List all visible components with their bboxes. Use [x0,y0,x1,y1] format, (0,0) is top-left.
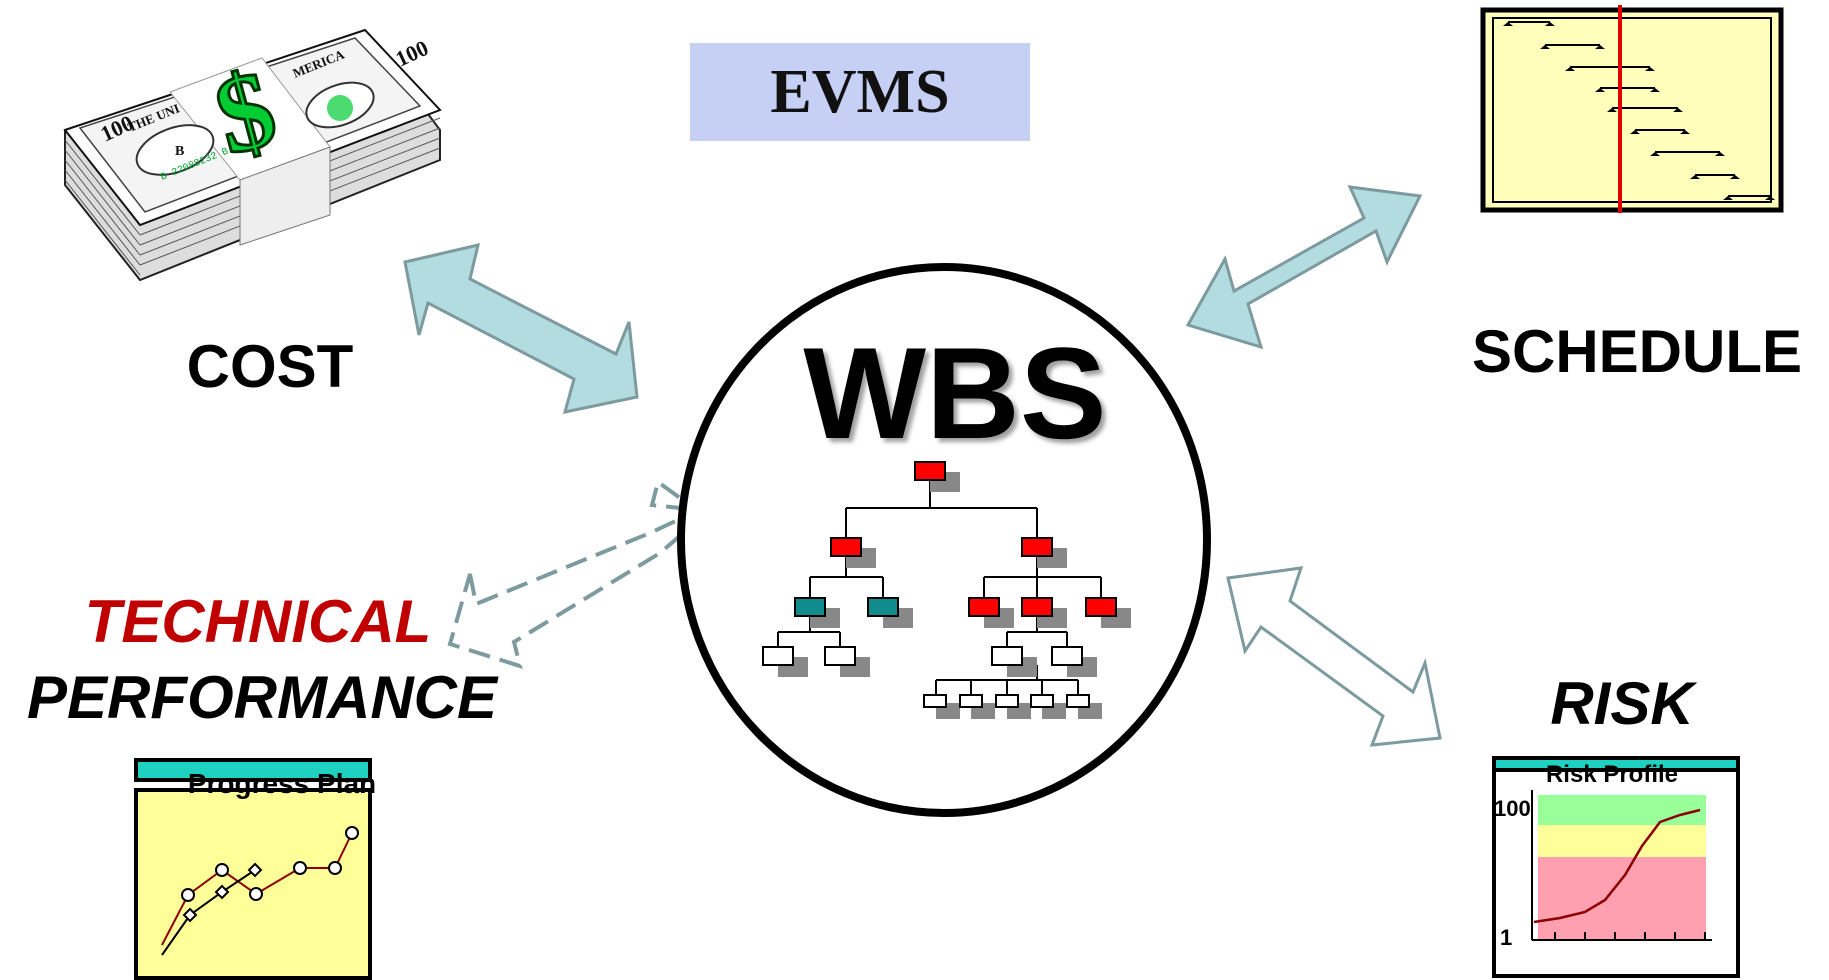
wbs-label: WBS [803,320,1106,466]
progress-plan-title: Progress Plan [188,768,376,799]
money-stack-icon: $ 100 100 THE UNI MERICA B 22088232 B B [63,28,442,282]
technical-label: TECHNICAL [85,588,432,655]
evms-title: EVMS [770,57,950,126]
risk-label: RISK [1550,670,1697,737]
wbs-tree-icon [777,480,1102,695]
schedule-wbs-arrow [1185,185,1423,350]
risk-y-min: 1 [1500,925,1512,950]
money-text-4: B [175,144,184,159]
evms-title-box: EVMS [690,43,1030,141]
risk-wbs-arrow [1226,566,1442,747]
wbs-tree-boxes [762,461,1131,719]
risk-profile-panel: Risk Profile 100 1 [1492,756,1740,978]
performance-label: PERFORMANCE [27,664,499,731]
risk-profile-title: Risk Profile [1546,761,1678,788]
risk-curve [1533,808,1701,924]
progress-plan-panel: Progress Plan [134,758,376,980]
risk-y-max: 100 [1494,796,1531,821]
technical-wbs-arrow [447,478,692,669]
cost-wbs-arrow [403,242,639,414]
progress-plan-line [161,869,256,956]
schedule-gantt-icon [1480,5,1784,213]
cost-label: COST [187,333,354,400]
schedule-label: SCHEDULE [1472,318,1802,385]
